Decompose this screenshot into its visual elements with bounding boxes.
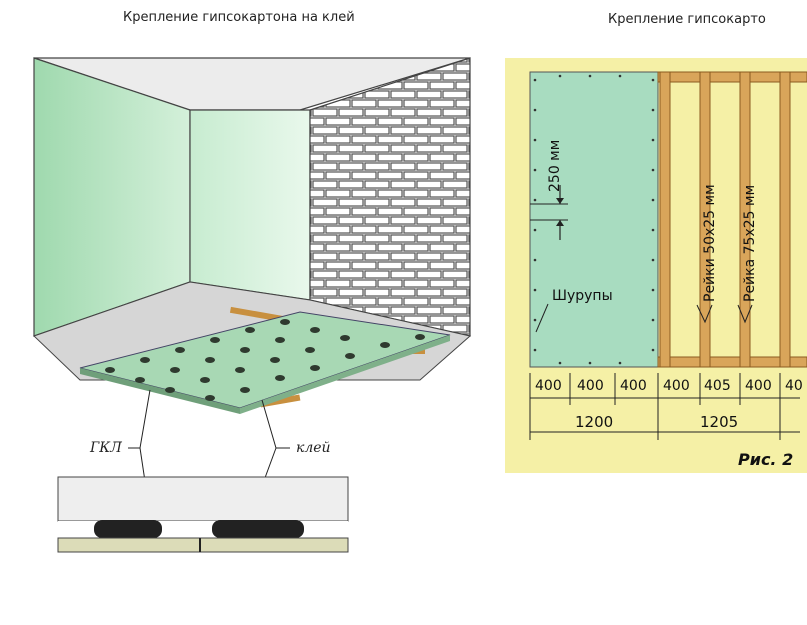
drywall-sheet-with-glue <box>79 306 451 414</box>
dim-1: 400 <box>577 378 604 394</box>
right-diagram-title: Крепление гипсокарто <box>608 12 766 27</box>
label-gkl: ГКЛ <box>89 440 122 456</box>
dim-4: 405 <box>704 378 731 394</box>
total-1200: 1200 <box>575 413 613 431</box>
label-rails-50x25: Рейки 50х25 мм <box>702 184 718 302</box>
frame-diagram <box>505 58 807 373</box>
figure-caption: Рис. 2 <box>738 450 793 469</box>
left-diagram-title: Крепление гипсокартона на клей <box>123 10 355 25</box>
dim-0: 400 <box>535 378 562 394</box>
cross-section-detail <box>57 476 349 553</box>
dim-5: 400 <box>745 378 772 394</box>
dim-2: 400 <box>620 378 647 394</box>
dimension-strip <box>505 373 807 473</box>
label-rail-75x25: Рейка 75х25 мм <box>742 185 758 302</box>
label-screws: Шурупы <box>552 288 613 304</box>
label-250mm: 250 мм <box>547 140 563 192</box>
label-glue: клей <box>296 440 331 456</box>
total-1205: 1205 <box>700 413 738 431</box>
dim-3: 400 <box>663 378 690 394</box>
dim-6: 40 <box>785 378 803 394</box>
